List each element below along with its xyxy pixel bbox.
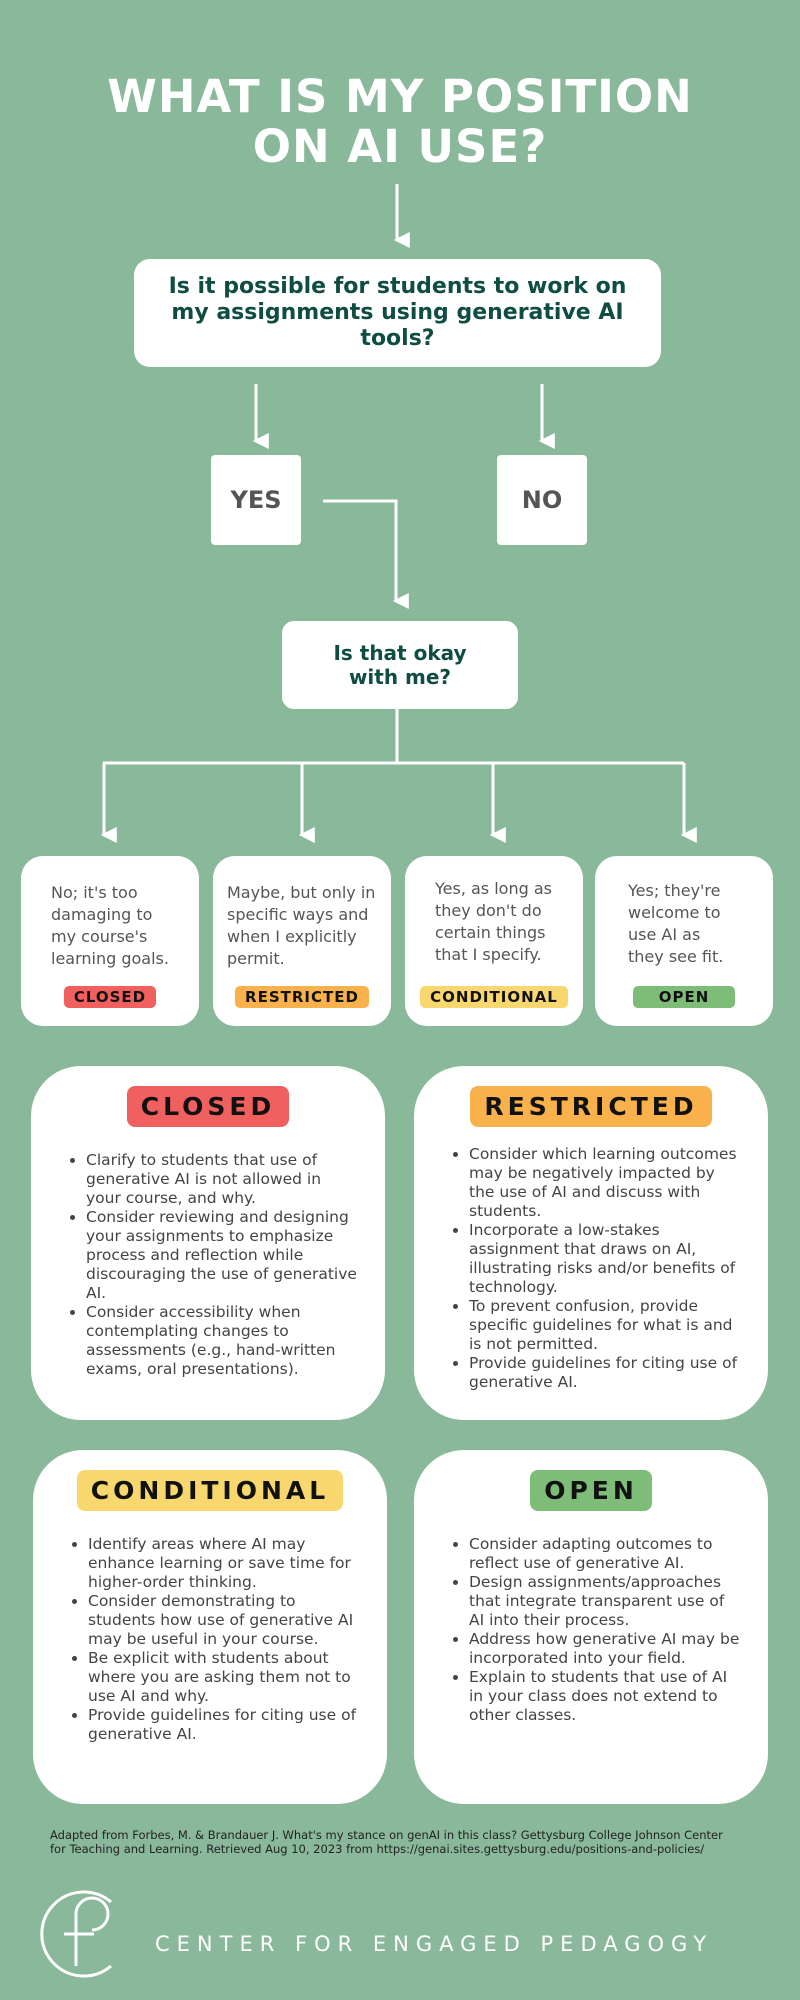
option-closed: No; it's too damaging to my course's lea… (21, 856, 199, 1026)
no-label: NO (521, 486, 563, 514)
list-item: Identify areas where AI may enhance lear… (88, 1535, 361, 1592)
option-restricted: Maybe, but only in specific ways and whe… (213, 856, 391, 1026)
list-item: To prevent confusion, provide specific g… (469, 1297, 742, 1354)
card-restricted: RESTRICTED Consider which learning outco… (414, 1066, 768, 1420)
option-open-tag: OPEN (632, 986, 736, 1008)
title-line-2: ON AI USE? (252, 120, 548, 173)
card-restricted-list: Consider which learning outcomes may be … (414, 1145, 768, 1392)
option-restricted-tag: RESTRICTED (235, 986, 369, 1008)
list-item: Consider reviewing and designing your as… (86, 1208, 359, 1303)
card-open-title: OPEN (530, 1470, 652, 1511)
question-2-box: Is that okay with me? (282, 621, 518, 709)
footnote-line-1: Adapted from Forbes, M. & Brandauer J. W… (50, 1828, 723, 1842)
card-closed-title: CLOSED (126, 1086, 290, 1127)
list-item: Consider adapting outcomes to reflect us… (469, 1535, 742, 1573)
list-item: Incorporate a low-stakes assignment that… (469, 1221, 742, 1297)
card-open: OPEN Consider adapting outcomes to refle… (414, 1450, 768, 1804)
list-item: Be explicit with students about where yo… (88, 1649, 361, 1706)
card-closed-list: Clarify to students that use of generati… (31, 1151, 385, 1379)
brand-name: CENTER FOR ENGAGED PEDAGOGY (155, 1932, 714, 1956)
card-conditional-list: Identify areas where AI may enhance lear… (33, 1535, 387, 1744)
option-restricted-text: Maybe, but only in specific ways and whe… (227, 883, 376, 968)
yes-label: YES (230, 486, 282, 514)
option-conditional: Yes, as long as they don't do certain th… (405, 856, 583, 1026)
card-conditional-title: CONDITIONAL (76, 1470, 344, 1511)
question-2-line-2: with me? (348, 665, 452, 689)
question-2-line-1: Is that okay (333, 641, 467, 665)
cep-logo-icon (40, 1890, 112, 1978)
question-1-text: Is it possible for students to work on m… (168, 274, 627, 351)
list-item: Design assignments/approaches that integ… (469, 1573, 742, 1630)
list-item: Consider accessibility when contemplatin… (86, 1303, 359, 1379)
card-restricted-title: RESTRICTED (470, 1086, 712, 1127)
list-item: Address how generative AI may be incorpo… (469, 1630, 742, 1668)
list-item: Clarify to students that use of generati… (86, 1151, 359, 1208)
list-item: Provide guidelines for citing use of gen… (469, 1354, 742, 1392)
list-item: Consider demonstrating to students how u… (88, 1592, 361, 1649)
page-title: WHAT IS MY POSITION ON AI USE? (0, 72, 800, 172)
list-item: Consider which learning outcomes may be … (469, 1145, 742, 1221)
option-open: Yes; they're welcome to use AI as they s… (595, 856, 773, 1026)
option-closed-text: No; it's too damaging to my course's lea… (51, 883, 169, 968)
arrow-yes-to-q2 (323, 499, 409, 609)
yes-box: YES (211, 455, 301, 545)
option-conditional-text: Yes, as long as they don't do certain th… (435, 879, 552, 964)
list-item: Provide guidelines for citing use of gen… (88, 1706, 361, 1744)
card-conditional: CONDITIONAL Identify areas where AI may … (33, 1450, 387, 1804)
source-footnote: Adapted from Forbes, M. & Brandauer J. W… (50, 1828, 760, 1856)
footnote-line-2: for Teaching and Learning. Retrieved Aug… (50, 1842, 705, 1856)
card-open-list: Consider adapting outcomes to reflect us… (414, 1535, 768, 1725)
option-conditional-tag: CONDITIONAL (420, 986, 568, 1008)
no-box: NO (497, 455, 587, 545)
option-open-text: Yes; they're welcome to use AI as they s… (628, 881, 724, 966)
list-item: Explain to students that use of AI in yo… (469, 1668, 742, 1725)
question-1-box: Is it possible for students to work on m… (134, 259, 661, 367)
card-closed: CLOSED Clarify to students that use of g… (31, 1066, 385, 1420)
option-closed-tag: CLOSED (63, 986, 157, 1008)
title-line-1: WHAT IS MY POSITION (107, 70, 693, 123)
